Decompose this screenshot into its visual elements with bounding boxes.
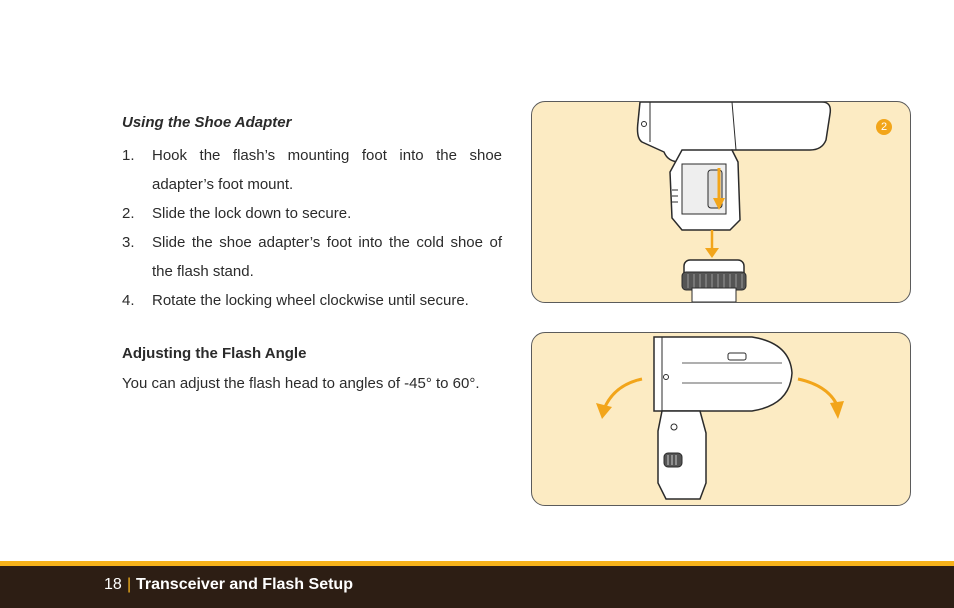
step-number: 1. <box>122 147 135 164</box>
list-item: 4. Rotate the locking wheel clockwise un… <box>122 286 502 315</box>
flash-angle-heading: Adjusting the Flash Angle <box>122 345 307 362</box>
flash-angle-drawing <box>596 336 844 500</box>
step-number: 4. <box>122 292 135 309</box>
footer-separator: | <box>127 576 132 593</box>
step-badge: 2 <box>876 119 892 135</box>
step-number: 3. <box>122 234 135 251</box>
page-footer: 18 | Transceiver and Flash Setup <box>0 566 954 608</box>
footer-accent-stripe <box>0 561 954 566</box>
step-text: Slide the shoe adapter’s foot into the c… <box>152 234 502 280</box>
step-text: Rotate the locking wheel clockwise until… <box>152 292 469 309</box>
shoe-adapter-illustration: 2 <box>531 101 911 303</box>
step-text: Hook the flash’s mounting foot into the … <box>152 147 502 193</box>
step-text: Slide the lock down to secure. <box>152 205 352 222</box>
shoe-adapter-section: Using the Shoe Adapter 1. Hook the flash… <box>122 114 502 315</box>
list-item: 2. Slide the lock down to secure. <box>122 199 502 228</box>
flash-angle-body: You can adjust the flash head to angles … <box>122 375 480 392</box>
list-item: 1. Hook the flash’s mounting foot into t… <box>122 141 502 199</box>
shoe-adapter-heading: Using the Shoe Adapter <box>122 114 292 131</box>
list-item: 3. Slide the shoe adapter’s foot into th… <box>122 228 502 286</box>
step-number: 2. <box>122 205 135 222</box>
footer-section-title: Transceiver and Flash Setup <box>136 576 353 593</box>
shoe-adapter-steps: 1. Hook the flash’s mounting foot into t… <box>122 141 502 315</box>
flash-angle-illustration <box>531 332 911 506</box>
flash-mount-drawing <box>636 102 832 302</box>
page-number: 18 <box>104 576 122 593</box>
